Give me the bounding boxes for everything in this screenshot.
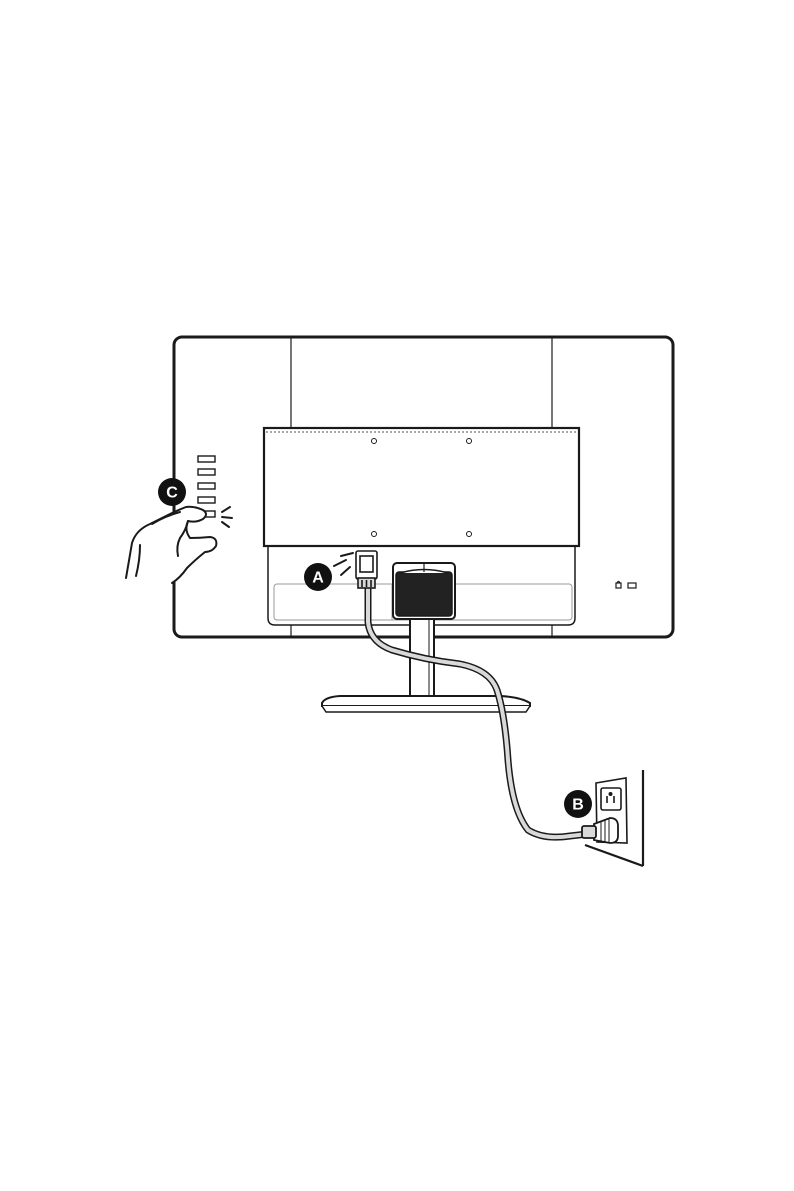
vesa-panel [264, 428, 579, 546]
side-button-3 [198, 483, 215, 489]
callout-b-label: B [572, 797, 584, 814]
power-cable-plug-icon [356, 551, 377, 588]
side-button-1 [198, 456, 215, 462]
side-button-2 [198, 469, 215, 475]
side-button-4 [198, 497, 215, 503]
callout-a: A [304, 563, 332, 591]
callout-a-label: A [312, 570, 324, 587]
plug-a-indicator [334, 553, 353, 575]
side-buttons [198, 456, 215, 517]
wall-plug [582, 818, 618, 843]
callout-b: B [564, 790, 592, 818]
lock-slot-icon [616, 582, 636, 589]
callout-c-label: C [166, 485, 178, 502]
press-indicator [222, 507, 232, 527]
stand-mount [393, 563, 455, 619]
callout-c: C [158, 478, 186, 506]
hand-press-button-icon [126, 507, 216, 583]
